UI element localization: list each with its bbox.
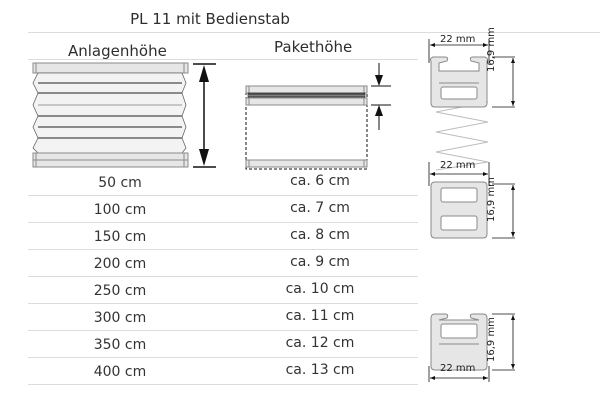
divider — [28, 357, 418, 358]
middle-profile-height-label: 16,9 mm — [486, 177, 497, 222]
bottom-profile-height-label: 16,9 mm — [486, 317, 497, 362]
cell-system-height: 350 cm — [93, 337, 147, 353]
pleated-blind-illustration — [32, 62, 216, 168]
cell-package-height: ca. 6 cm — [290, 173, 350, 189]
column-header-package-height: Pakethöhe — [274, 38, 353, 56]
top-profile-cross-section — [428, 39, 515, 108]
top-profile-height-label: 16,9 mm — [486, 27, 497, 72]
middle-profile-width-label: 22 mm — [440, 160, 476, 171]
cell-system-height: 100 cm — [93, 202, 147, 218]
divider — [28, 330, 418, 331]
tension-cord-spring-icon — [435, 101, 489, 171]
cell-system-height: 300 cm — [93, 310, 147, 326]
divider — [28, 249, 418, 250]
divider — [28, 384, 418, 385]
bottom-profile-width-label: 22 mm — [440, 363, 476, 374]
cell-package-height: ca. 7 cm — [290, 200, 350, 216]
cell-package-height: ca. 12 cm — [285, 335, 355, 351]
divider — [28, 59, 418, 60]
cell-package-height: ca. 10 cm — [285, 281, 355, 297]
cell-system-height: 250 cm — [93, 283, 147, 299]
cell-package-height: ca. 11 cm — [285, 308, 355, 324]
divider — [28, 195, 418, 196]
middle-profile-cross-section — [428, 162, 515, 239]
divider — [28, 222, 418, 223]
divider — [28, 32, 600, 33]
divider — [28, 303, 418, 304]
column-header-system-height: Anlagenhöhe — [68, 42, 167, 60]
cell-system-height: 50 cm — [98, 175, 142, 191]
cell-system-height: 400 cm — [93, 364, 147, 380]
cell-system-height: 200 cm — [93, 256, 147, 272]
diagram-title: PL 11 mit Bedienstab — [130, 10, 290, 28]
divider — [28, 276, 418, 277]
top-profile-width-label: 22 mm — [440, 34, 476, 45]
package-height-illustration — [245, 63, 391, 170]
cell-package-height: ca. 8 cm — [290, 227, 350, 243]
bottom-profile-cross-section — [428, 313, 515, 382]
cell-package-height: ca. 9 cm — [290, 254, 350, 270]
cell-system-height: 150 cm — [93, 229, 147, 245]
cell-package-height: ca. 13 cm — [285, 362, 355, 378]
